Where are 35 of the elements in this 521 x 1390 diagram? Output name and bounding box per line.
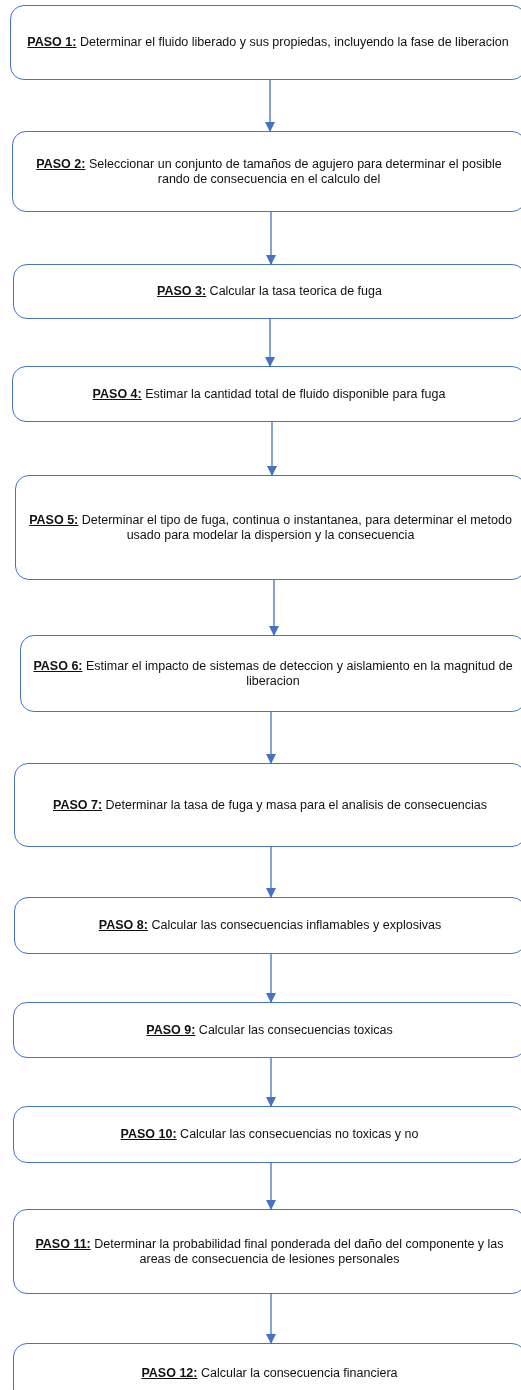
step-text: PASO 12: Calcular la consecuencia financiera <box>141 1365 398 1381</box>
step-text: PASO 3: Calcular la tasa teorica de fuga <box>157 284 382 299</box>
step-text: PASO 10: Calcular las consecuencias no toxicas y no <box>120 1127 419 1142</box>
process-box <box>13 264 521 319</box>
step-text: PASO 7: Determinar la tasa de fuga y masa para el analisis de consecuencias <box>53 797 487 813</box>
arrow <box>269 579 279 636</box>
arrow <box>266 1293 276 1344</box>
step-text: PASO 11: Determinar la probabilidad final ponderada del daño del componente y las areas de consecuencia de lesiones personales <box>34 1236 505 1267</box>
process-box <box>14 897 521 954</box>
step-text: PASO 9: Calcular las consecuencias toxicas <box>146 1022 393 1038</box>
process-box <box>15 475 521 580</box>
process-box <box>14 763 521 847</box>
step-text: PASO 6: Estimar el impacto de sistemas de deteccion y aislamiento en la magnitud de liberacion <box>32 658 514 689</box>
process-box <box>10 5 521 80</box>
process-box <box>12 366 521 422</box>
step-text: PASO 2: Seleccionar un conjunto de tamaños de agujero para determinar el posible rando de consecuencia en el calculo del <box>35 156 503 187</box>
arrow <box>265 79 275 132</box>
arrow <box>267 421 277 476</box>
arrow <box>266 1057 276 1107</box>
arrow <box>266 211 276 265</box>
arrow <box>266 953 276 1003</box>
process-box <box>20 635 521 712</box>
step-text: PASO 8: Calcular las consecuencias inflamables y explosivas <box>98 918 442 933</box>
arrow <box>266 711 276 764</box>
process-box <box>13 1002 521 1058</box>
arrow <box>266 1162 276 1210</box>
arrow <box>265 318 275 367</box>
step-text: PASO 5: Determinar el tipo de fuga, continua o instantanea, para determinar el metodo usado para modelar la dispersion y la consecuencia <box>28 512 513 543</box>
step-text: PASO 4: Estimar la cantidad total de fluido disponible para fuga <box>92 386 446 402</box>
process-box <box>13 1343 521 1390</box>
process-box <box>13 1106 521 1163</box>
arrow <box>266 846 276 898</box>
step-text: PASO 1: Determinar el fluido liberado y sus propiedas, incluyendo la fase de liberacion <box>27 35 509 50</box>
process-box <box>13 1209 521 1294</box>
process-box <box>12 131 521 212</box>
